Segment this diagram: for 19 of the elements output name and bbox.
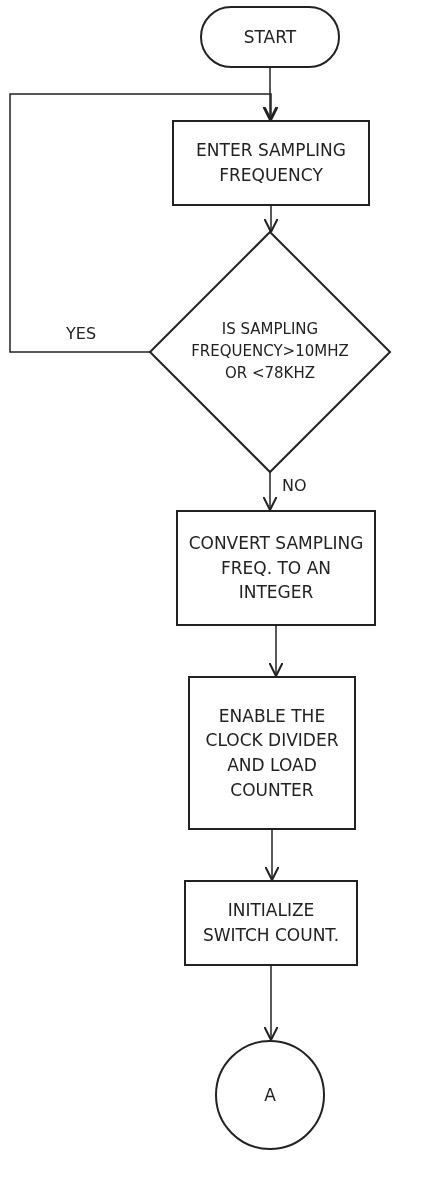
arrow [9, 93, 279, 353]
arrow [262, 471, 278, 511]
process-box [188, 676, 356, 830]
process-box [184, 880, 358, 966]
arrow [263, 965, 279, 1041]
arrow [263, 205, 279, 233]
arrow [262, 67, 278, 121]
node-text: CONVERT SAMPLING FREQ. TO AN INTEGER [187, 532, 365, 605]
node-text: IS SAMPLING FREQUENCY>10MHZ OR <78KHZ [190, 319, 350, 384]
node-text: ENTER SAMPLING FREQUENCY [195, 139, 347, 187]
terminal-shape [200, 6, 340, 68]
node-text: A [263, 1083, 277, 1107]
node-text: INITIALIZE SWITCH COUNT. [201, 899, 341, 947]
node-text: ENABLE THE CLOCK DIVIDER AND LOAD COUNTER [204, 704, 340, 802]
process-box [172, 120, 370, 206]
arrow [268, 625, 284, 677]
arrow [264, 829, 280, 881]
process-box [176, 510, 376, 626]
node-text: START [242, 25, 298, 49]
